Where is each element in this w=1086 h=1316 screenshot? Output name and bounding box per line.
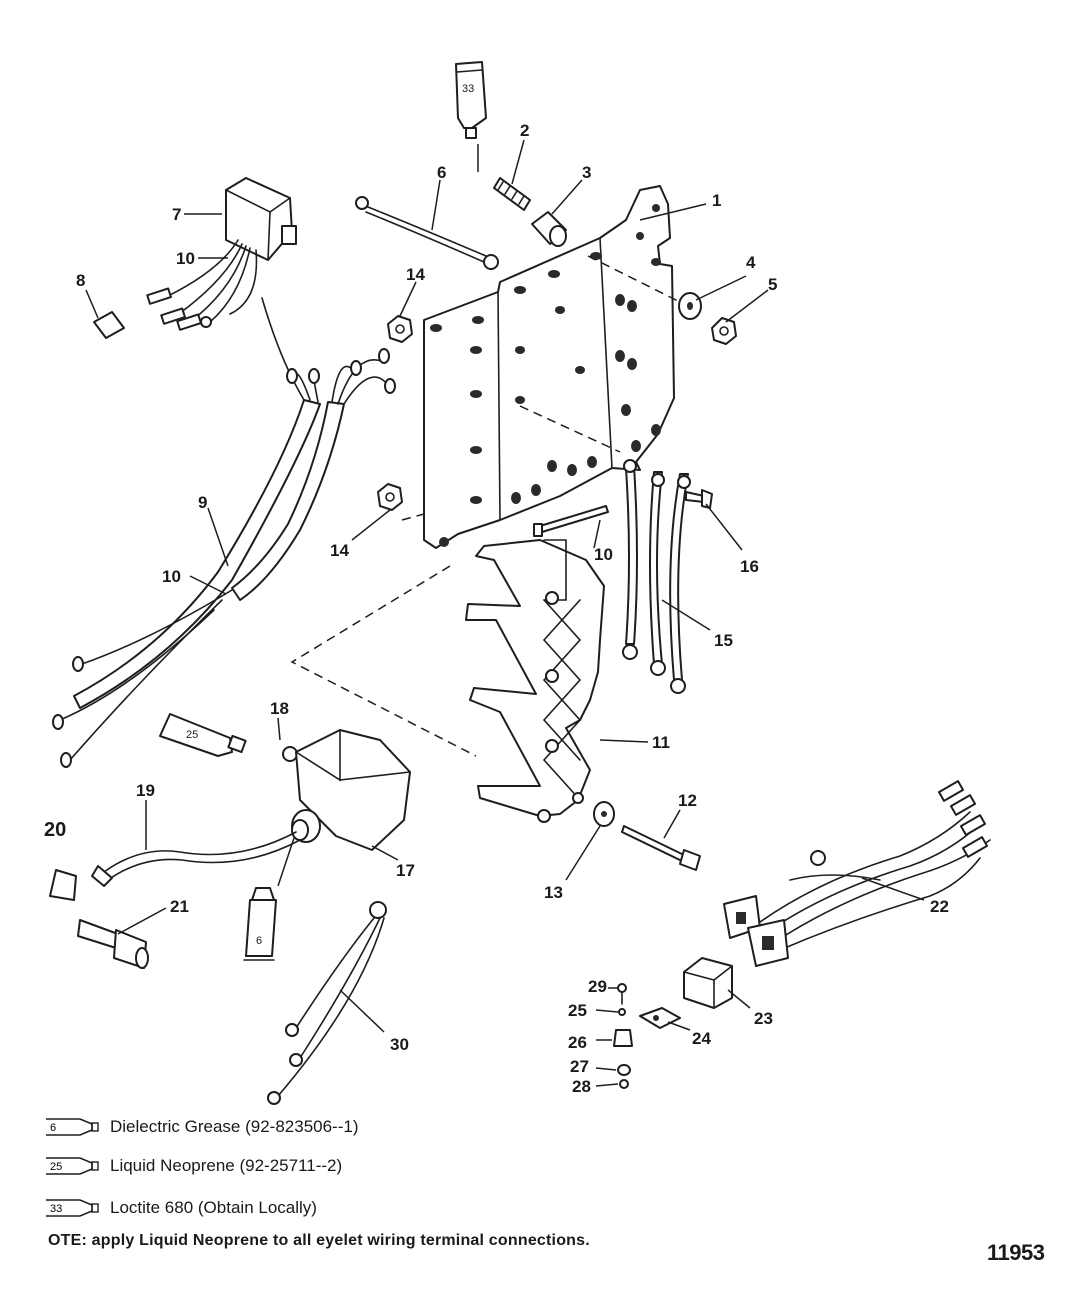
grease-tube: 6	[243, 887, 277, 961]
ground-strap	[355, 196, 499, 270]
callout-10-screw: 10	[594, 545, 613, 564]
callout-24: 24	[692, 1029, 711, 1048]
callout-16: 16	[740, 557, 759, 576]
neoprene-tube: 25	[159, 713, 247, 757]
nut-upper	[387, 315, 413, 343]
bracket-24	[639, 1007, 681, 1029]
regulator-leads	[146, 239, 258, 331]
nut-28	[619, 1079, 629, 1089]
assembly-note: OTE: apply Liquid Neoprene to all eyelet…	[48, 1232, 590, 1249]
callout-15: 15	[714, 631, 733, 650]
callout-27: 27	[570, 1057, 589, 1076]
legend-text-neoprene: Liquid Neoprene (92-25711--2)	[110, 1156, 343, 1175]
callout-1: 1	[712, 191, 721, 210]
spacer	[531, 211, 567, 247]
callout-19: 19	[136, 781, 155, 800]
bracket-screw	[533, 505, 609, 537]
part-20	[49, 869, 77, 901]
mounting-plate	[423, 185, 675, 549]
callout-3: 3	[582, 163, 591, 182]
dab-25	[618, 1008, 626, 1016]
neoprene-tube-icon: 25	[46, 1157, 99, 1175]
grease-tube-icon: 6	[46, 1118, 99, 1136]
fuse	[93, 311, 125, 339]
rectifier-regulator	[225, 177, 297, 261]
legend-row-neoprene: 25 Liquid Neoprene (92-25711--2)	[40, 1153, 342, 1179]
screw-29	[617, 983, 627, 1005]
tube-label-33: 33	[462, 83, 474, 95]
callout-11: 11	[652, 733, 670, 752]
assembly-lines	[290, 255, 681, 757]
callout-9: 9	[198, 493, 207, 512]
solenoid	[291, 729, 411, 851]
legend-code-loctite: 33	[50, 1203, 62, 1215]
callout-13: 13	[544, 883, 563, 902]
bolt	[621, 825, 701, 871]
wire-set	[267, 901, 387, 1105]
callout-14-upper: 14	[406, 265, 425, 284]
callout-17: 17	[396, 861, 415, 880]
callout-25: 25	[568, 1001, 587, 1020]
tube-label-6: 6	[256, 935, 262, 947]
relay	[683, 957, 733, 1009]
nut	[711, 317, 737, 345]
legend-text-loctite: Loctite 680 (Obtain Locally)	[110, 1198, 317, 1217]
switch-21	[77, 919, 149, 969]
callout-18: 18	[270, 699, 289, 718]
legend-code-grease: 6	[50, 1122, 56, 1134]
legend-code-neoprene: 25	[50, 1161, 62, 1173]
callout-12: 12	[678, 791, 697, 810]
legend-row-grease: 6 Dielectric Grease (92-823506--1)	[40, 1114, 359, 1140]
callout-4: 4	[746, 253, 756, 272]
plate-holes	[430, 204, 661, 547]
callout-26: 26	[568, 1033, 587, 1052]
washer-13	[593, 801, 615, 827]
callout-2: 2	[520, 121, 529, 140]
stud	[493, 177, 531, 211]
wiring-harness	[52, 297, 396, 768]
cap-18	[282, 746, 298, 762]
callout-8: 8	[76, 271, 85, 290]
ground-leads	[622, 459, 691, 694]
callout-6: 6	[437, 163, 446, 182]
callout-22: 22	[930, 897, 949, 916]
callout-29: 29	[588, 977, 607, 996]
washer	[678, 292, 702, 320]
screw-16	[685, 489, 713, 509]
callout-14-lower: 14	[330, 541, 349, 560]
washer-27	[617, 1064, 631, 1076]
callout-5: 5	[768, 275, 777, 294]
illustration-reference-number: 11953	[987, 1240, 1045, 1265]
callout-21: 21	[170, 897, 189, 916]
relay-harness	[723, 780, 991, 967]
callout-7: 7	[172, 205, 181, 224]
callout-labels: 1 2 3 4 5 6 7 8 9 10 10 10 11 12 13 14 1…	[44, 121, 949, 1096]
callout-28: 28	[572, 1077, 591, 1096]
callout-20: 20	[44, 819, 66, 841]
leader-lines	[85, 139, 925, 1087]
callout-10-harness: 10	[162, 567, 181, 586]
loctite-tube-icon: 33	[46, 1199, 99, 1217]
legend-row-loctite: 33 Loctite 680 (Obtain Locally)	[40, 1195, 317, 1221]
starter-cable	[91, 831, 301, 887]
callout-23: 23	[754, 1009, 773, 1028]
grommet-26	[613, 1029, 633, 1047]
legend-text-grease: Dielectric Grease (92-823506--1)	[110, 1117, 359, 1136]
coil-bracket	[465, 539, 605, 823]
loctite-tube: 33	[455, 61, 487, 139]
callout-30: 30	[390, 1035, 409, 1054]
nut-lower	[377, 483, 403, 511]
callout-10-regulator: 10	[176, 249, 195, 268]
tube-label-25: 25	[186, 729, 198, 741]
